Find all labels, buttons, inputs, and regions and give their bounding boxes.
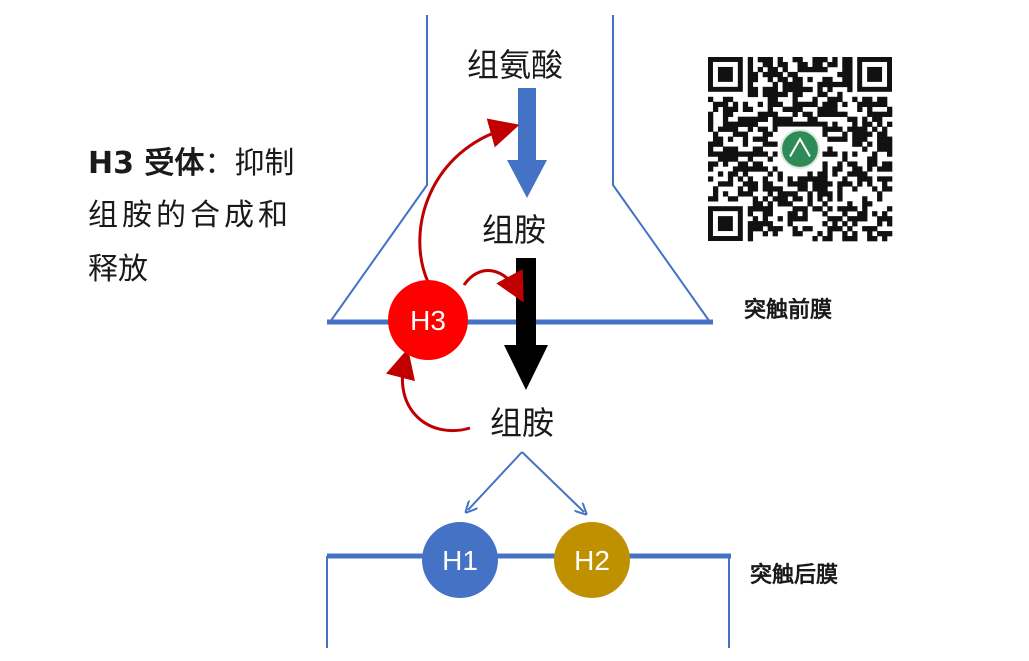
- h2-label: H2: [574, 545, 610, 576]
- h3-colon: ：: [204, 146, 235, 181]
- presynaptic-terminal-outline: [329, 15, 711, 323]
- synthesis-arrow: [507, 88, 547, 198]
- h3-title: H3 受体: [88, 146, 205, 181]
- h3-label: H3: [410, 305, 446, 336]
- feedback-arrow-autoreceptor: [385, 348, 471, 433]
- qr-code-icon: [708, 57, 893, 242]
- h1-receptor: H1: [422, 522, 498, 598]
- postsynaptic-label: 突触后膜: [750, 562, 839, 588]
- histamine-label-top: 组胺: [482, 211, 547, 249]
- h1-label: H1: [442, 545, 478, 576]
- feedback-arrow-release: [462, 269, 524, 303]
- h3-description-line-2: 组胺的合成和: [88, 198, 292, 233]
- h2-receptor: H2: [554, 522, 630, 598]
- presynaptic-label: 突触前膜: [744, 297, 833, 323]
- h3-desc-1: 抑制: [234, 146, 295, 181]
- branch-arrow-to-h2: [521, 451, 584, 512]
- histamine-label-bottom: 组胺: [490, 404, 555, 442]
- h3-description-line-3: 释放: [88, 252, 148, 287]
- h3-receptor: H3: [388, 280, 468, 360]
- feedback-arrow-synthesis: [418, 118, 520, 283]
- histidine-label: 组氨酸: [467, 46, 564, 84]
- branch-arrow-to-h1: [468, 451, 523, 510]
- h3-description-line-1: H3 受体：抑制: [88, 138, 294, 190]
- release-arrow: [504, 258, 548, 390]
